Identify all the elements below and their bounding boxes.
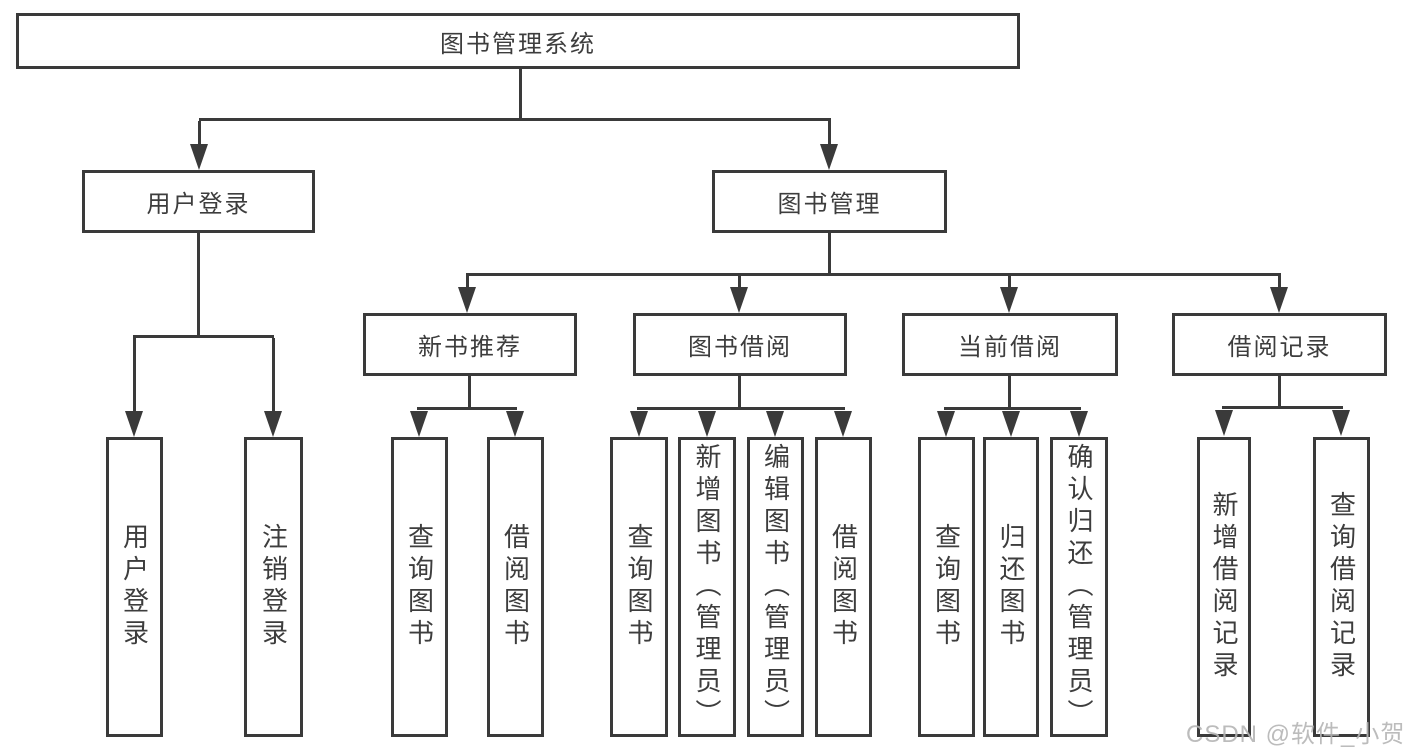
connector-rail xyxy=(1222,406,1343,409)
leaf-add-borrow-record: 新增借阅记录 xyxy=(1197,437,1251,737)
connector-stem xyxy=(828,233,831,275)
arrow-down-icon xyxy=(1002,411,1020,437)
leaf-recommend-borrow-books: 借阅图书 xyxy=(487,437,544,737)
node-user-login: 用户登录 xyxy=(82,170,315,233)
csdn-watermark: CSDN @软件_小贺同学 xyxy=(1186,721,1405,747)
node-library-management-system: 图书管理系统 xyxy=(16,13,1020,69)
leaf-user-login: 用户登录 xyxy=(106,437,163,737)
arrow-down-icon xyxy=(125,411,143,437)
node-label: 图书管理系统 xyxy=(440,30,596,58)
arrow-down-icon xyxy=(630,411,648,437)
leaf-recommend-search-books: 查询图书 xyxy=(391,437,448,737)
connector-rail xyxy=(133,335,274,338)
connector-stem xyxy=(828,121,831,148)
connector-stem xyxy=(133,338,136,412)
arrow-down-icon xyxy=(190,144,208,170)
arrow-down-icon xyxy=(730,287,748,313)
connector-level2-rail xyxy=(466,273,1281,276)
connector-rail xyxy=(417,407,517,410)
connector-stem xyxy=(466,276,469,290)
node-label: 查询图书 xyxy=(931,523,962,651)
arrow-down-icon xyxy=(820,144,838,170)
connector-stem xyxy=(1278,376,1281,408)
connector-stem xyxy=(468,376,471,409)
arrow-down-icon xyxy=(264,411,282,437)
connector-rail xyxy=(637,407,845,410)
node-book-borrowing: 图书借阅 xyxy=(633,313,847,376)
node-label: 借阅图书 xyxy=(828,523,859,651)
arrow-down-icon xyxy=(1215,410,1233,436)
connector-level1-rail xyxy=(199,118,831,121)
connector-rail xyxy=(944,407,1081,410)
leaf-confirm-return-admin: 确认归还（管理员） xyxy=(1050,437,1108,737)
connector-stem xyxy=(272,338,275,412)
leaf-current-search-books: 查询图书 xyxy=(918,437,975,737)
connector-stem xyxy=(1008,276,1011,290)
node-label: 确认归还（管理员） xyxy=(1064,443,1094,731)
connector-stem xyxy=(198,121,201,148)
arrow-down-icon xyxy=(1270,287,1288,313)
node-label: 归还图书 xyxy=(996,523,1026,651)
node-label: 新增图书（管理员） xyxy=(692,443,722,731)
node-label: 用户登录 xyxy=(146,191,251,218)
node-label: 图书管理 xyxy=(777,191,882,218)
node-label: 借阅记录 xyxy=(1227,334,1332,361)
leaf-logout: 注销登录 xyxy=(244,437,303,737)
node-label: 注销登录 xyxy=(258,523,289,651)
leaf-borrowing-borrow-books: 借阅图书 xyxy=(815,437,872,737)
arrow-down-icon xyxy=(834,411,852,437)
arrow-down-icon xyxy=(766,411,784,437)
arrow-down-icon xyxy=(1000,287,1018,313)
node-new-book-recommendation: 新书推荐 xyxy=(363,313,577,376)
node-borrowing-records: 借阅记录 xyxy=(1172,313,1387,376)
connector-stem xyxy=(1008,376,1011,409)
leaf-search-borrow-record: 查询借阅记录 xyxy=(1313,437,1370,737)
node-label: 图书借阅 xyxy=(688,334,792,361)
node-label: 用户登录 xyxy=(119,523,150,651)
node-label: 当前借阅 xyxy=(958,334,1062,361)
node-label: 新增借阅记录 xyxy=(1209,491,1239,683)
arrow-down-icon xyxy=(937,411,955,437)
node-label: 查询图书 xyxy=(624,523,654,651)
connector-root-stem xyxy=(519,69,522,120)
arrow-down-icon xyxy=(1332,410,1350,436)
node-label: 借阅图书 xyxy=(500,523,531,651)
leaf-borrowing-search-books: 查询图书 xyxy=(610,437,668,737)
node-label: 编辑图书（管理员） xyxy=(760,443,791,731)
connector-stem xyxy=(197,233,200,337)
connector-stem xyxy=(738,276,741,290)
arrow-down-icon xyxy=(410,411,428,437)
leaf-add-book-admin: 新增图书（管理员） xyxy=(678,437,736,737)
arrow-down-icon xyxy=(458,287,476,313)
arrow-down-icon xyxy=(698,411,716,437)
connector-stem xyxy=(738,376,741,409)
node-label: 查询图书 xyxy=(404,523,435,651)
leaf-edit-book-admin: 编辑图书（管理员） xyxy=(747,437,804,737)
connector-stem xyxy=(1278,276,1281,290)
arrow-down-icon xyxy=(506,411,524,437)
node-current-borrowing: 当前借阅 xyxy=(902,313,1118,376)
node-label: 新书推荐 xyxy=(418,334,522,361)
leaf-return-books: 归还图书 xyxy=(983,437,1039,737)
node-book-management: 图书管理 xyxy=(712,170,947,233)
arrow-down-icon xyxy=(1070,411,1088,437)
node-label: 查询借阅记录 xyxy=(1326,491,1357,683)
